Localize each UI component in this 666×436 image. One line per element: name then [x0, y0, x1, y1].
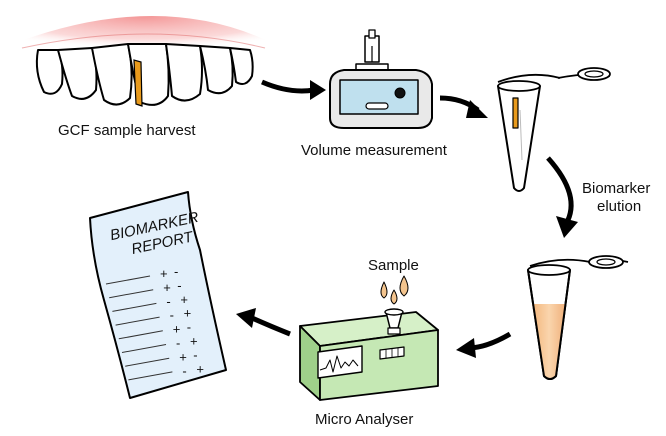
report-row: -+	[112, 292, 188, 312]
report-mark: +	[190, 334, 198, 349]
report-row: +-	[125, 347, 198, 367]
sample-drop-1	[380, 281, 388, 299]
tube-with-sample	[527, 255, 629, 380]
report-mark: +	[179, 349, 187, 364]
caption-elution-1: Biomarker	[582, 180, 650, 197]
tube-with-strip	[497, 67, 611, 192]
report-row: +-	[105, 264, 178, 285]
report-marks: +-+--+-++--++--+	[105, 264, 204, 381]
report-mark: +	[180, 292, 188, 307]
biomarker-report: BIOMARKER REPORT +-+--+-++--++--+	[89, 191, 227, 399]
report-row-line	[125, 357, 170, 367]
report-mark: +	[184, 306, 192, 321]
report-row: +-	[118, 320, 191, 340]
volume-device	[329, 29, 433, 129]
report-mark: -	[174, 264, 178, 279]
report-paper	[89, 191, 227, 399]
paper-strip	[133, 59, 143, 107]
report-mark: +	[163, 280, 171, 295]
report-mark: -	[193, 347, 197, 362]
report-mark: +	[160, 266, 168, 281]
report-row-line	[121, 344, 167, 353]
report-mark: -	[170, 308, 174, 323]
report-mark: -	[187, 320, 191, 335]
report-row-line	[115, 316, 160, 326]
teeth-illustration	[18, 16, 270, 107]
report-mark: +	[173, 322, 181, 337]
caption-analyser: Micro Analyser	[315, 411, 413, 428]
report-mark: -	[182, 363, 186, 378]
report-row-line	[112, 302, 157, 312]
report-row-line	[109, 289, 154, 299]
tube-strip	[512, 97, 519, 129]
caption-sample: Sample	[368, 257, 419, 274]
report-row: -+	[121, 334, 198, 353]
caption-elution-2: elution	[597, 198, 641, 215]
report-mark: -	[177, 278, 181, 293]
report-row: -+	[128, 361, 204, 381]
report-mark: -	[166, 294, 170, 309]
sample-drop-3	[390, 289, 398, 305]
caption-volume: Volume measurement	[301, 142, 448, 159]
micro-analyser	[299, 275, 439, 401]
report-row: +-	[109, 278, 182, 299]
report-row-line	[105, 275, 151, 285]
teeth	[35, 43, 254, 106]
device-knob	[394, 87, 406, 99]
report-row-line	[118, 330, 163, 340]
flow-arrows	[236, 79, 578, 358]
report-mark: +	[196, 361, 204, 376]
caption-harvest: GCF sample harvest	[58, 122, 196, 139]
sample-drop-2	[399, 275, 409, 297]
analyser-screen	[317, 345, 363, 379]
report-row-line	[128, 371, 173, 381]
report-mark: -	[176, 336, 180, 351]
report-row: -+	[115, 306, 192, 326]
